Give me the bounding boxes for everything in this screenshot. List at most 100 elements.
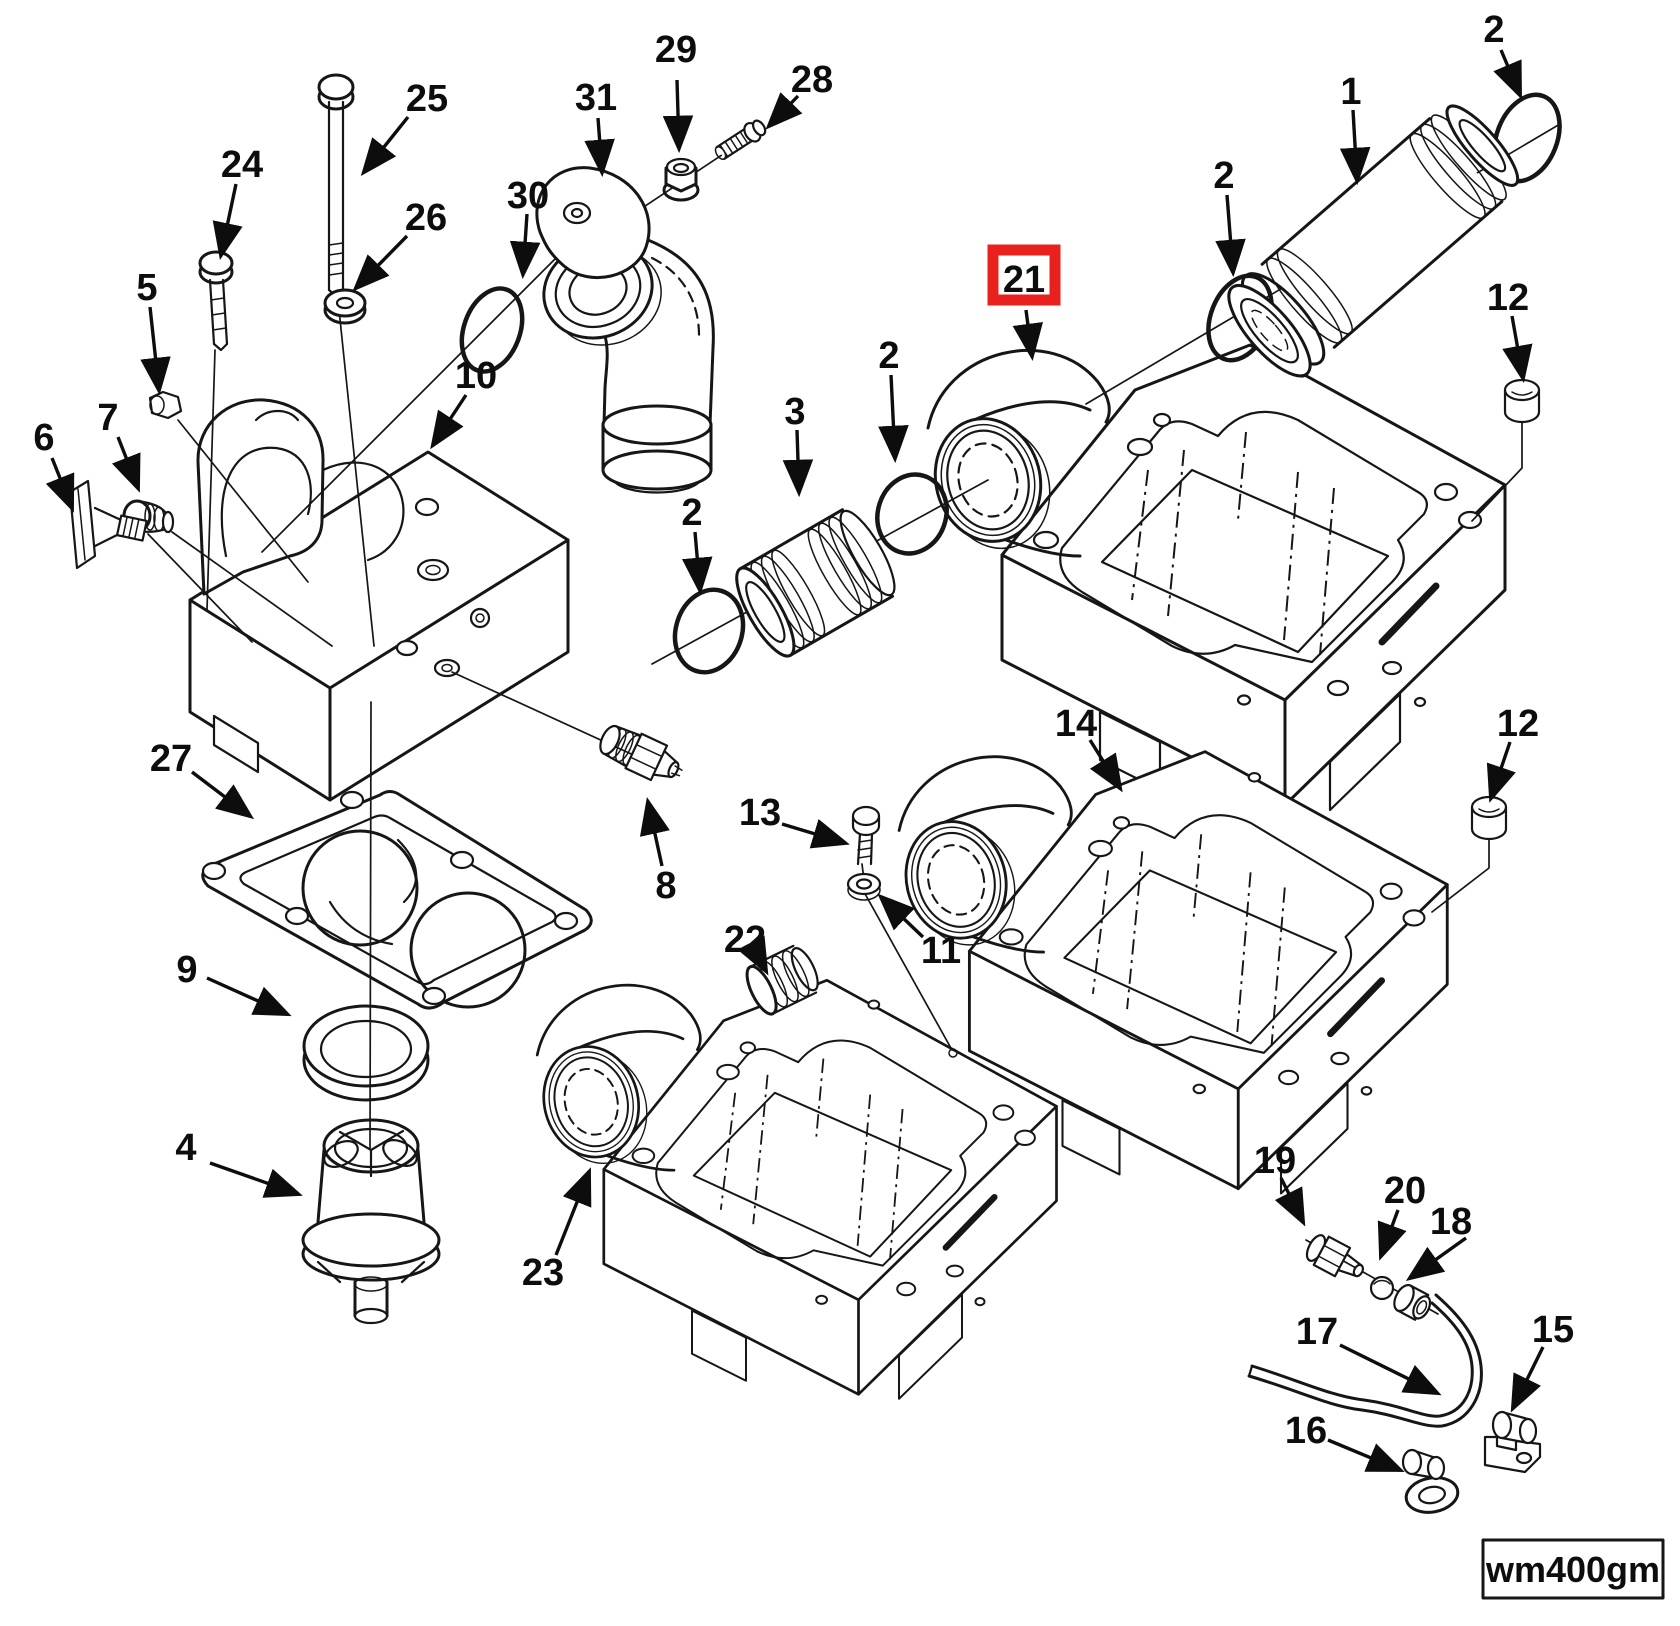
bushing-12-lower bbox=[1470, 795, 1508, 841]
thermostat bbox=[301, 1118, 441, 1325]
arrow-2b bbox=[1215, 194, 1246, 278]
arrow-15 bbox=[1510, 1346, 1545, 1413]
gasket-plate bbox=[201, 790, 593, 1010]
callout-31: 31 bbox=[575, 77, 617, 119]
arrow-5 bbox=[140, 306, 171, 396]
cooler-support-block bbox=[188, 398, 570, 802]
arrow-19 bbox=[1274, 1177, 1306, 1227]
arrow-18 bbox=[1405, 1236, 1467, 1281]
callout-5: 5 bbox=[136, 267, 157, 309]
arrow-31 bbox=[584, 117, 615, 178]
drain-cock-6 bbox=[68, 479, 148, 570]
callout-4: 4 bbox=[175, 1127, 196, 1169]
callout-12-b: 12 bbox=[1497, 703, 1539, 745]
callout-27: 27 bbox=[150, 738, 192, 780]
arrow-2d bbox=[681, 531, 713, 596]
hex-nut-29 bbox=[662, 157, 700, 202]
arrow-7 bbox=[111, 436, 141, 493]
o-ring-30 bbox=[459, 286, 525, 374]
arrow-8 bbox=[639, 797, 670, 867]
leader-arrows bbox=[45, 49, 1545, 1472]
callout-2-b: 2 bbox=[1213, 155, 1234, 197]
arrow-22 bbox=[737, 935, 769, 976]
arrow-27 bbox=[190, 770, 255, 820]
drain-tube bbox=[1247, 1293, 1483, 1428]
nut-18 bbox=[1393, 1283, 1432, 1321]
arrow-2c bbox=[878, 374, 909, 464]
callout-7: 7 bbox=[97, 397, 118, 439]
highlight-box-21 bbox=[987, 244, 1061, 306]
arrow-20 bbox=[1377, 1209, 1407, 1261]
o-ring-2-left bbox=[672, 587, 746, 675]
arrow-12b bbox=[1486, 741, 1516, 803]
water-outlet-elbow bbox=[535, 166, 715, 494]
callout-25: 25 bbox=[406, 78, 448, 120]
callout-2-c: 2 bbox=[878, 335, 899, 377]
fitting-19 bbox=[1305, 1234, 1364, 1278]
callout-12-a: 12 bbox=[1487, 277, 1529, 319]
arrow-1 bbox=[1339, 109, 1371, 186]
callout-13: 13 bbox=[739, 792, 781, 834]
housing-assembly-21 bbox=[922, 345, 1505, 810]
callout-1: 1 bbox=[1340, 71, 1361, 113]
callout-6: 6 bbox=[33, 417, 54, 459]
arrow-11 bbox=[877, 893, 925, 939]
seal-ring bbox=[302, 1004, 430, 1102]
arrow-25 bbox=[360, 115, 410, 176]
o-ring-2-mid bbox=[875, 472, 949, 556]
hex-plug-5 bbox=[148, 390, 183, 420]
arrow-28 bbox=[765, 92, 803, 130]
figure-code-box: wm400gm bbox=[1481, 1538, 1665, 1600]
callout-labels: 1 2 2 2 2 3 4 5 6 7 8 9 10 11 12 12 13 1… bbox=[33, 9, 1574, 1452]
bolt-24 bbox=[198, 250, 234, 352]
callout-18: 18 bbox=[1430, 1201, 1472, 1243]
bolt-13 bbox=[851, 805, 881, 866]
callout-10: 10 bbox=[455, 355, 497, 397]
clamp-16 bbox=[1401, 1448, 1460, 1514]
callout-29: 29 bbox=[655, 29, 697, 71]
arrow-2a bbox=[1493, 49, 1522, 100]
callout-17: 17 bbox=[1296, 1311, 1338, 1353]
fitting-8 bbox=[599, 724, 683, 782]
grooved-coupling bbox=[735, 508, 896, 658]
callout-9: 9 bbox=[176, 949, 197, 991]
callout-19: 19 bbox=[1254, 1140, 1296, 1182]
callout-15: 15 bbox=[1532, 1309, 1574, 1351]
ball-20 bbox=[1369, 1275, 1395, 1301]
callout-22: 22 bbox=[724, 919, 766, 961]
callout-11: 11 bbox=[921, 930, 961, 972]
arrow-6 bbox=[45, 457, 75, 513]
callout-2-a: 2 bbox=[1483, 9, 1504, 51]
arrow-23 bbox=[554, 1167, 592, 1256]
callout-8: 8 bbox=[655, 865, 676, 907]
callout-2-d: 2 bbox=[681, 492, 702, 534]
callout-20: 20 bbox=[1384, 1170, 1426, 1212]
bushing-12-upper bbox=[1503, 378, 1541, 424]
arrow-3 bbox=[782, 429, 814, 498]
washer-26 bbox=[323, 288, 367, 325]
arrow-10 bbox=[430, 394, 468, 450]
arrow-24 bbox=[212, 183, 243, 260]
callout-16: 16 bbox=[1285, 1410, 1327, 1452]
callout-21-highlighted: 21 bbox=[1003, 259, 1045, 301]
heat-exchanger-tube bbox=[1227, 104, 1520, 378]
washer-11 bbox=[846, 872, 882, 901]
callout-23: 23 bbox=[522, 1252, 564, 1294]
callout-28: 28 bbox=[791, 59, 833, 101]
callout-30: 30 bbox=[507, 175, 549, 217]
callout-14: 14 bbox=[1055, 703, 1097, 745]
arrow-17 bbox=[1339, 1343, 1442, 1396]
callout-24: 24 bbox=[221, 144, 263, 186]
arrow-14 bbox=[1088, 739, 1123, 793]
long-bolt-25 bbox=[317, 73, 355, 298]
arrow-12a bbox=[1502, 315, 1533, 384]
arrow-29 bbox=[662, 79, 694, 154]
arrow-9 bbox=[206, 976, 292, 1017]
arrow-13 bbox=[781, 819, 850, 849]
callout-26: 26 bbox=[405, 197, 447, 239]
arrow-26 bbox=[352, 234, 409, 292]
clamp-15 bbox=[1483, 1410, 1542, 1474]
arrow-21 bbox=[1012, 309, 1043, 362]
